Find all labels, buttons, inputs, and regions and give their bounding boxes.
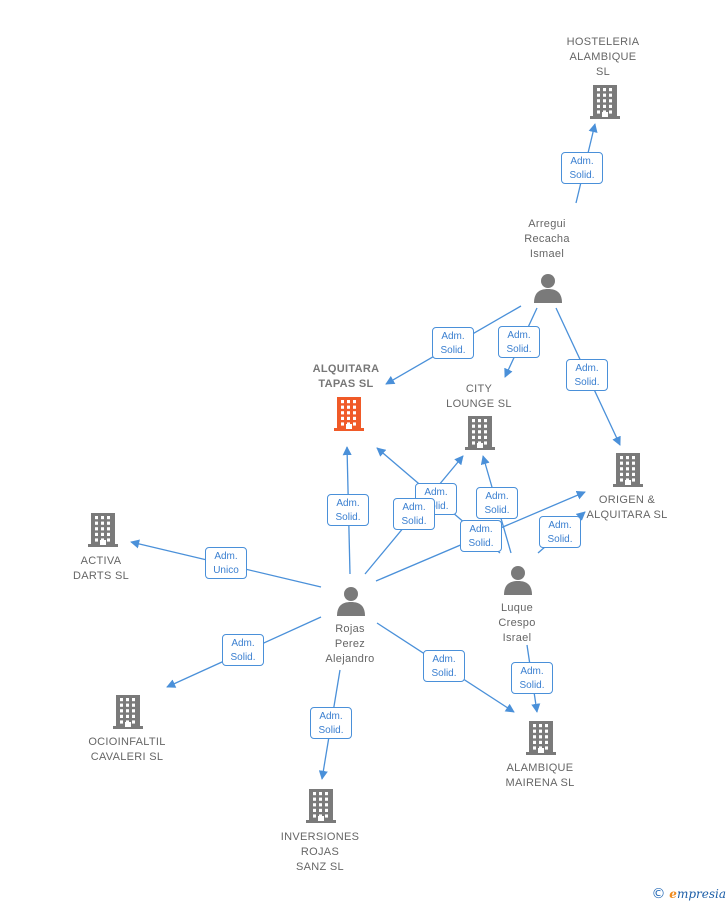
building-icon[interactable] (112, 694, 144, 735)
node-label-alambique[interactable]: ALAMBIQUE MAIRENA SL (505, 762, 575, 789)
person-icon[interactable] (503, 565, 533, 600)
role-badge-arregui-alquitara[interactable]: Adm. Solid. (432, 327, 474, 359)
copyright-footer: © empresia (651, 886, 726, 902)
building-icon[interactable] (612, 452, 644, 493)
role-badge-rojas-ocioinfantil[interactable]: Adm. Solid. (222, 634, 264, 666)
role-badge-rojas-origen[interactable]: Adm. Solid. (460, 520, 502, 552)
brand-logo-text: mpresia (676, 887, 726, 901)
role-badge-luque-alquitara[interactable]: Adm. Solid. (393, 498, 435, 530)
node-label-luque[interactable]: Luque Crespo Israel (498, 602, 536, 644)
building-icon[interactable] (333, 396, 365, 437)
node-label-rojas[interactable]: Rojas Perez Alejandro (325, 623, 375, 665)
role-badge-rojas-alambique[interactable]: Adm. Solid. (423, 650, 465, 682)
node-label-ocioinfantil[interactable]: OCIOINFALTIL CAVALERI SL (88, 736, 166, 763)
role-badge-rojas-activa[interactable]: Adm. Unico (205, 547, 247, 579)
role-badge-luque-origen[interactable]: Adm. Solid. (539, 516, 581, 548)
role-badge-arregui-origen[interactable]: Adm. Solid. (566, 359, 608, 391)
node-label-city[interactable]: CITY LOUNGE SL (446, 383, 512, 410)
person-icon[interactable] (533, 273, 563, 308)
node-label-alquitara[interactable]: ALQUITARA TAPAS SL (312, 363, 380, 390)
building-icon[interactable] (464, 415, 496, 456)
role-badge-rojas-inversiones[interactable]: Adm. Solid. (310, 707, 352, 739)
building-icon[interactable] (589, 84, 621, 125)
role-badge-arregui-hosteleria[interactable]: Adm. Solid. (561, 152, 603, 184)
copyright-icon: © (651, 886, 666, 902)
building-icon[interactable] (305, 788, 337, 829)
node-label-activa[interactable]: ACTIVA DARTS SL (73, 555, 129, 582)
node-label-arregui[interactable]: Arregui Recacha Ismael (524, 218, 570, 260)
role-badge-luque-alambique[interactable]: Adm. Solid. (511, 662, 553, 694)
person-icon[interactable] (336, 586, 366, 621)
role-badge-luque-city[interactable]: Adm. Solid. (476, 487, 518, 519)
node-label-origen[interactable]: ORIGEN & ALQUITARA SL (586, 494, 668, 521)
node-label-hosteleria[interactable]: HOSTELERIA ALAMBIQUE SL (566, 36, 640, 78)
building-icon[interactable] (87, 512, 119, 553)
role-badge-arregui-city[interactable]: Adm. Solid. (498, 326, 540, 358)
role-badge-rojas-alquitara[interactable]: Adm. Solid. (327, 494, 369, 526)
brand-logo-initial: e (669, 887, 677, 901)
building-icon[interactable] (525, 720, 557, 761)
node-label-inversiones[interactable]: INVERSIONES ROJAS SANZ SL (280, 831, 360, 873)
